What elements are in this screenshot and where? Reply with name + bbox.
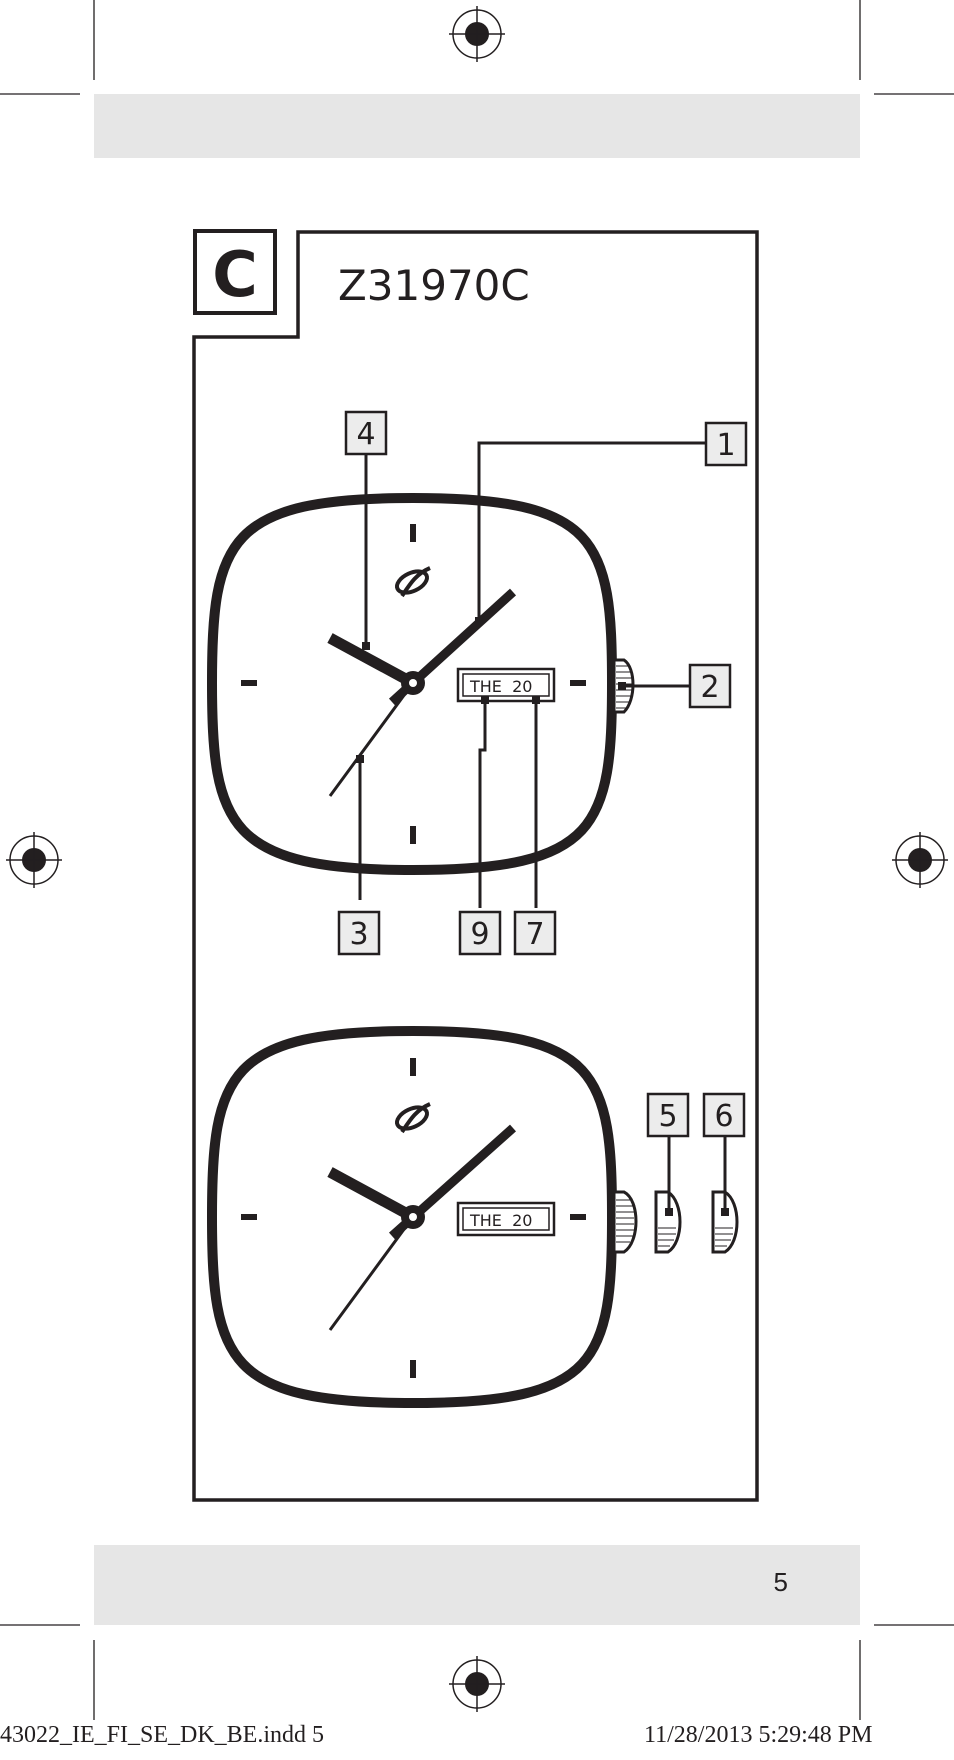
watch-top-hour-markers [241, 524, 586, 844]
page-number: 5 [773, 1567, 788, 1597]
footer-band: 5 [94, 1545, 860, 1625]
watch-top-second-hand [328, 682, 415, 797]
section-letter: C [212, 238, 258, 311]
section-badge [193, 229, 277, 315]
model-number: Z31970C [338, 261, 530, 310]
figure-frame [192, 230, 759, 1502]
watch-bottom-leaders [667, 1136, 727, 1210]
callout-4: 4 [344, 410, 388, 456]
watch-bottom-hour-markers [241, 1058, 586, 1378]
watch-bottom-date-text: THE 20 [469, 1211, 532, 1230]
watch-bottom-logo-icon [395, 1102, 431, 1134]
crop-marks [0, 0, 954, 1720]
svg-text:6: 6 [714, 1099, 733, 1134]
callout-1: 1 [704, 421, 748, 467]
svg-text:2: 2 [700, 670, 719, 705]
callout-2: 2 [688, 663, 732, 709]
registration-mark-top [449, 6, 505, 62]
callout-6: 6 [702, 1092, 746, 1138]
registration-mark-left [6, 832, 62, 888]
watch-top-leaders [358, 441, 706, 908]
callout-3: 3 [337, 910, 381, 956]
watch-top-hour-hand [327, 633, 416, 688]
watch-bottom-hour-hand [327, 1167, 416, 1222]
watch-bottom-crown [612, 1190, 638, 1254]
registration-mark-right [892, 832, 948, 888]
watch-top-leader-dots [356, 617, 626, 763]
watch-top-logo-icon [395, 566, 431, 598]
crown-position-6 [711, 1190, 739, 1254]
watch-top-date-text: THE 20 [469, 677, 532, 696]
slug-timestamp: 11/28/2013 5:29:48 PM [644, 1722, 873, 1748]
svg-text:9: 9 [470, 917, 489, 952]
callout-9: 9 [458, 910, 502, 956]
svg-text:4: 4 [356, 417, 375, 452]
svg-text:7: 7 [525, 917, 544, 952]
svg-text:1: 1 [716, 428, 735, 463]
registration-mark-bottom [449, 1656, 505, 1712]
svg-text:5: 5 [658, 1099, 677, 1134]
crown-position-5 [654, 1190, 682, 1254]
watch-bottom: THE 20 [206, 1025, 638, 1409]
header-band [94, 94, 860, 158]
slug-filename: 43022_IE_FI_SE_DK_BE.indd 5 [0, 1722, 324, 1748]
callout-5: 5 [646, 1092, 690, 1138]
callout-7: 7 [513, 910, 557, 956]
watch-bottom-second-hand [328, 1216, 415, 1331]
svg-text:3: 3 [349, 917, 368, 952]
watch-top: THE 20 [206, 492, 635, 876]
